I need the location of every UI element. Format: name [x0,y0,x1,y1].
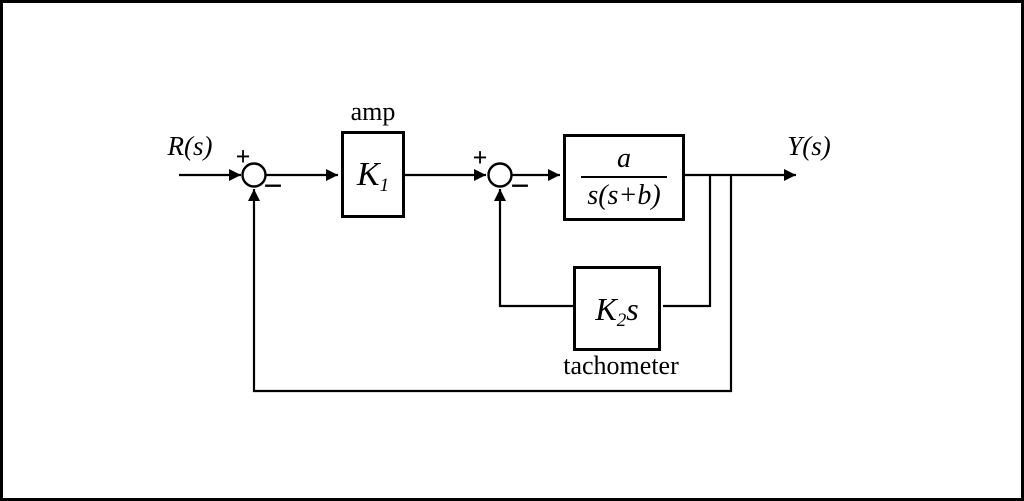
plant-block: a s(s+b) [563,134,685,221]
plant-denominator: s(s+b) [587,180,661,212]
outer-feedback-wire [248,175,733,393]
plant-transfer-function: a s(s+b) [581,142,667,212]
amp-gain-label: K1 [356,155,390,196]
sum2-minus-sign: − [510,168,530,205]
input-signal-label: R(s) [167,131,213,161]
sum2-plus-sign: + [472,143,488,172]
tachometer-caption: tachometer [563,351,679,380]
wire-layer [179,162,796,393]
inner-feedback-takeoff-wire [663,175,712,308]
tachometer-gain-label: K2s [595,290,639,331]
summing-junction-2 [487,162,513,188]
sum1-minus-sign: − [263,168,283,205]
plant-numerator: a [617,142,631,174]
output-signal-label: Y(s) [787,131,831,161]
fraction-bar [581,175,667,179]
tachometer-block: K2s [573,266,661,351]
amp-caption: amp [350,97,396,126]
amp-block: K1 [341,131,405,218]
tachometer-output-wire [494,189,573,308]
sum1-plus-sign: + [235,142,251,171]
summing-junction-1 [241,162,267,188]
